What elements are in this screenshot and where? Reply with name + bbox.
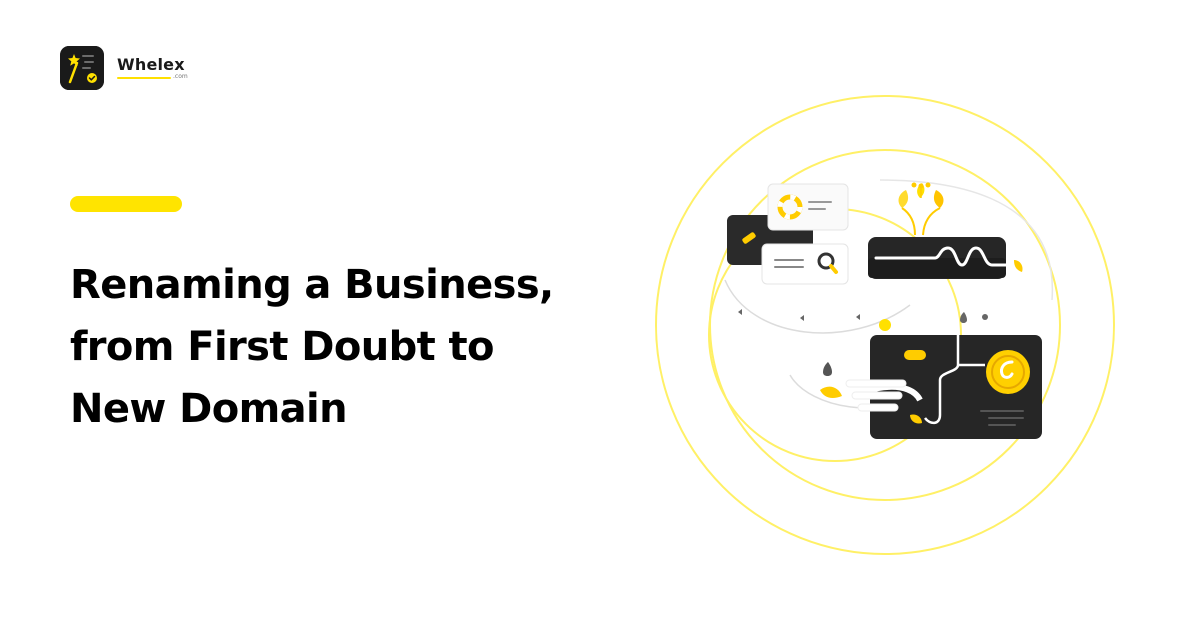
- brand-underline: [117, 77, 171, 79]
- search-icon: [761, 243, 849, 285]
- accent-bar: [70, 196, 182, 212]
- brand-logo[interactable]: Whelex .com: [60, 46, 194, 90]
- plant-icon: [898, 182, 944, 236]
- coin-icon: [870, 335, 1042, 439]
- domain-bar-icon: [868, 237, 1023, 279]
- magic-wand-checklist-icon: [60, 46, 104, 90]
- connector-dots: [738, 309, 988, 323]
- yellow-dot: [879, 319, 891, 331]
- title-line-2: from First Doubt to: [70, 324, 494, 370]
- title-line-1: Renaming a Business,: [70, 262, 554, 308]
- brand-tld: .com: [173, 73, 188, 80]
- speed-lines: [820, 362, 923, 424]
- brand-name: Whelex: [117, 55, 185, 74]
- connector-curve-3: [879, 179, 1053, 301]
- lifebuoy-icon: [767, 183, 849, 231]
- domain-illustration: [655, 95, 1115, 555]
- title-line-3: New Domain: [70, 386, 348, 432]
- page-title: Renaming a Business, from First Doubt to…: [70, 254, 590, 440]
- brand-wordmark: Whelex .com: [114, 46, 194, 90]
